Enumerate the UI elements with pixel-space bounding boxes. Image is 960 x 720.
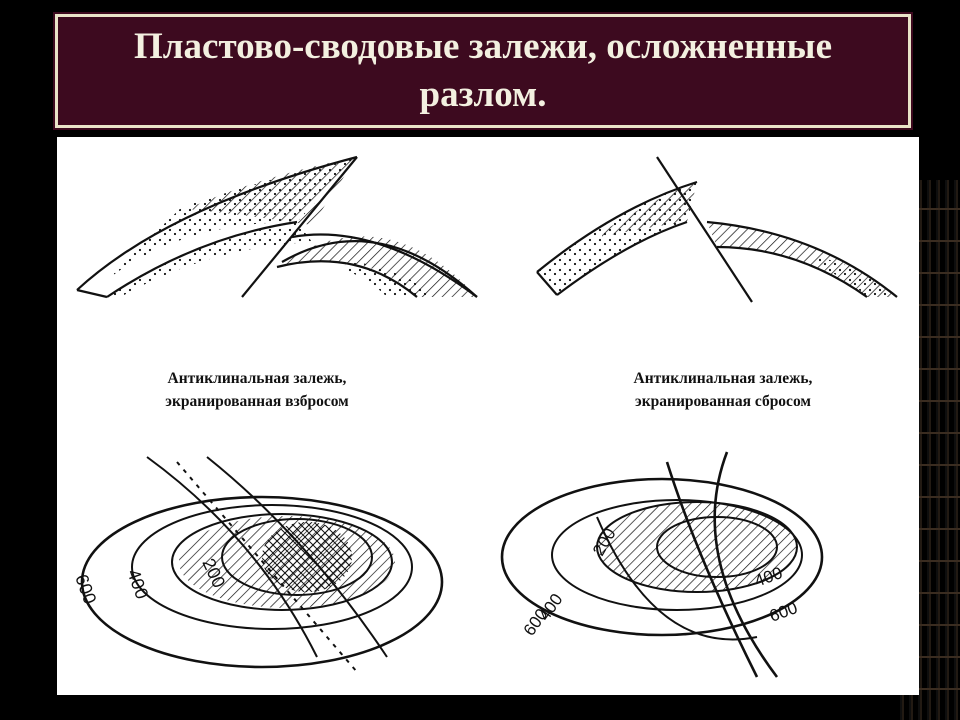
- cross-section-reverse-fault: [76, 155, 478, 299]
- map-normal-fault: [500, 451, 824, 678]
- slide-title: Пластово-сводовые залежи, осложненные ра…: [134, 26, 832, 115]
- map-reverse-fault: [80, 456, 444, 673]
- contour-label-600-left: 600: [71, 572, 100, 607]
- caption-line: Антиклинальная залежь,: [167, 370, 347, 387]
- illustration-panel: 600 400 200 200 400 600 400 600 Антиклин…: [57, 137, 919, 695]
- geology-illustrations: 600 400 200 200 400 600 400 600: [71, 155, 898, 678]
- caption-reverse-fault: Антиклинальная залежь, экранированная вз…: [97, 367, 417, 413]
- cross-section-normal-fault: [536, 156, 898, 303]
- title-banner: Пластово-сводовые залежи, осложненные ра…: [53, 12, 913, 130]
- contour-label-600-right-2: 600: [767, 598, 800, 626]
- caption-line: Антиклинальная залежь,: [633, 370, 813, 387]
- caption-line: экранированная сбросом: [635, 393, 811, 410]
- caption-line: экранированная взбросом: [165, 393, 349, 410]
- caption-normal-fault: Антиклинальная залежь, экранированная сб…: [563, 367, 883, 413]
- contour-label-400-left: 400: [123, 567, 152, 602]
